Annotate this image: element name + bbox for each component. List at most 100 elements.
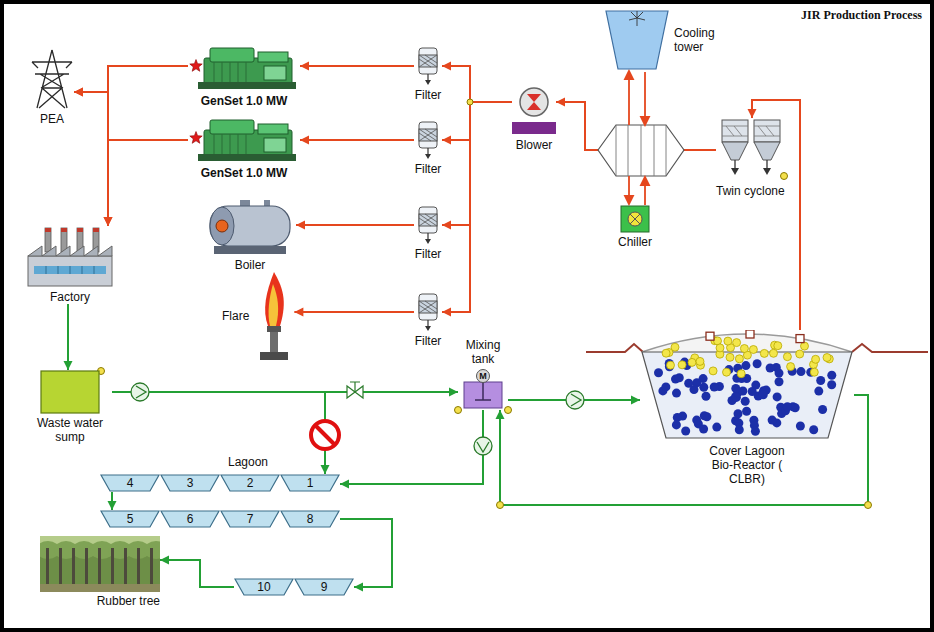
drawing-part bbox=[419, 129, 437, 141]
pump-symbol bbox=[131, 383, 149, 401]
drawing-part bbox=[823, 354, 831, 362]
gas-pipe bbox=[442, 102, 512, 230]
pipe-line bbox=[108, 66, 188, 226]
gas-pipe bbox=[442, 102, 512, 145]
pipe-line bbox=[67, 304, 69, 370]
lagoon-pond: 6 bbox=[160, 510, 220, 528]
arrow-head bbox=[449, 388, 458, 397]
drawing-part bbox=[630, 214, 640, 224]
gas-pipe bbox=[442, 102, 512, 317]
drawing-part bbox=[198, 82, 296, 89]
pipe-line bbox=[74, 66, 188, 92]
drawing-part bbox=[621, 206, 649, 232]
drawing-part bbox=[520, 88, 548, 116]
pipe-line bbox=[300, 65, 414, 67]
drawing-part bbox=[709, 367, 717, 375]
icon-holder: 8 bbox=[280, 510, 340, 528]
drawing-part bbox=[796, 422, 805, 431]
equipment-label: Flare bbox=[222, 309, 249, 323]
drawing-part bbox=[190, 60, 202, 72]
equipment-icon bbox=[26, 226, 114, 288]
drawing-part bbox=[625, 71, 633, 79]
drawing-part bbox=[210, 48, 254, 62]
drawing-part bbox=[783, 402, 792, 411]
drawing-part bbox=[45, 228, 51, 252]
pipe-line bbox=[340, 519, 392, 587]
drawing-part bbox=[716, 344, 724, 352]
drawing-part bbox=[98, 548, 101, 588]
equipment-icon bbox=[188, 44, 300, 92]
drawing-part bbox=[150, 548, 153, 588]
icon-holder: 2 bbox=[220, 474, 280, 492]
drawing-part bbox=[731, 384, 740, 393]
drawing-part bbox=[781, 173, 788, 180]
drawing-part bbox=[419, 294, 437, 320]
drawing-part bbox=[675, 373, 684, 382]
callout-number: 8 bbox=[280, 510, 340, 528]
drawing-part bbox=[210, 120, 254, 134]
equipment-icon bbox=[30, 48, 74, 110]
equipment-icon bbox=[254, 270, 294, 362]
gas-pipe bbox=[442, 62, 512, 103]
drawing-part bbox=[606, 11, 668, 69]
pipe-joint-dot bbox=[98, 99, 872, 509]
pipe-line bbox=[294, 311, 414, 313]
arrow-head bbox=[321, 465, 330, 474]
rubber-plantation: Rubber tree bbox=[40, 536, 160, 608]
drawing-part bbox=[735, 355, 743, 363]
drawing-part bbox=[783, 353, 791, 361]
covered-lagoon-reactor: Cover Lagoon Bio-Reactor ( CLBR) bbox=[640, 330, 854, 486]
arrow-head bbox=[160, 556, 169, 565]
equipment-icon bbox=[40, 370, 100, 414]
blower: Blower bbox=[512, 86, 556, 152]
coolant-arrows bbox=[625, 71, 649, 205]
drawing-part bbox=[136, 386, 146, 398]
drawing-part bbox=[315, 425, 335, 445]
lagoon-pond: 10 bbox=[234, 578, 294, 596]
pipe-line bbox=[300, 139, 414, 141]
arrow-head bbox=[631, 396, 640, 405]
drawing-part bbox=[712, 423, 721, 432]
lagoon-pond: 3 bbox=[160, 474, 220, 492]
arrow-head bbox=[442, 136, 451, 145]
drawing-part bbox=[753, 359, 762, 368]
callout-number: 3 bbox=[160, 474, 220, 492]
pipe-line bbox=[296, 224, 414, 226]
pump-symbol bbox=[566, 391, 584, 409]
drawing-part bbox=[350, 382, 360, 392]
drawing-part bbox=[419, 214, 437, 226]
heat-exchanger-plates bbox=[616, 125, 666, 176]
icon-holder bbox=[40, 536, 160, 592]
twin-cyclone: Twin cyclone bbox=[716, 118, 788, 198]
flare-stack: Flare bbox=[222, 270, 294, 362]
drawing-part bbox=[731, 168, 739, 175]
equipment-icon bbox=[605, 10, 669, 70]
drawing-part bbox=[628, 76, 630, 125]
equipment-label: Filter bbox=[415, 162, 442, 176]
drawing-part bbox=[46, 548, 49, 588]
equipment-icon bbox=[414, 46, 442, 86]
icon-holder: 1 bbox=[280, 474, 340, 492]
waste-water-sump: Waste water sump bbox=[28, 370, 112, 444]
arrow-head bbox=[556, 98, 565, 107]
gas-filter: Filter bbox=[414, 205, 442, 261]
drawing-part bbox=[796, 335, 804, 343]
drawing-part bbox=[101, 475, 159, 491]
equipment-label: Waste water sump bbox=[28, 416, 112, 444]
drawing-part bbox=[111, 548, 114, 588]
drawing-part bbox=[72, 548, 75, 588]
gas-pipe bbox=[104, 66, 189, 226]
drawing-part bbox=[700, 411, 709, 420]
drawing-part bbox=[722, 120, 748, 142]
drawing-part bbox=[759, 390, 768, 399]
drawing-part bbox=[865, 502, 872, 509]
drawing-part bbox=[751, 427, 760, 436]
callout-number: 6 bbox=[160, 510, 220, 528]
arrow-head bbox=[748, 109, 757, 118]
equipment-label: Filter bbox=[415, 334, 442, 348]
equipment-icon bbox=[640, 330, 854, 442]
equipment-label: Cover Lagoon Bio-Reactor ( CLBR) bbox=[701, 444, 793, 486]
drawing-part bbox=[641, 117, 649, 125]
equipment-label: GenSet 1.0 MW bbox=[201, 94, 288, 108]
callout-number: 1 bbox=[280, 474, 340, 492]
